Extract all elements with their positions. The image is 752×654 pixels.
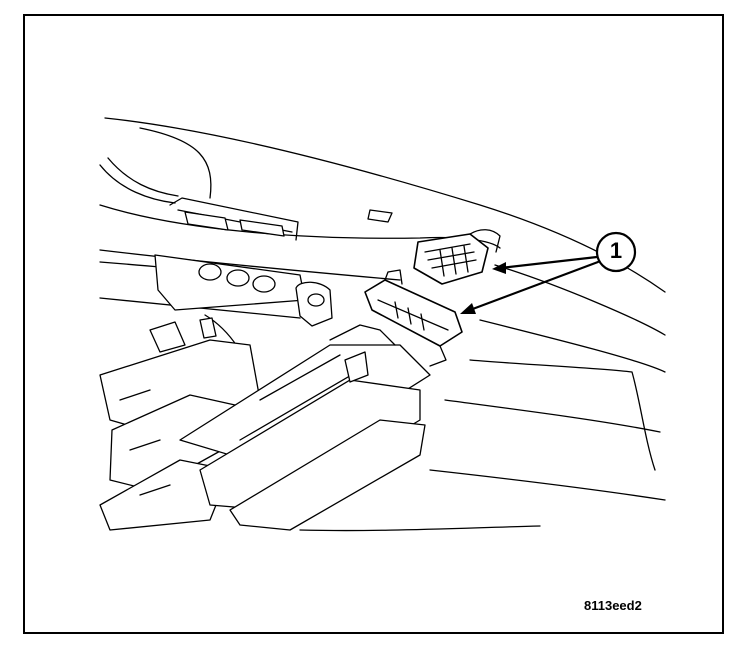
callout-1 bbox=[468, 231, 637, 312]
console-body-lines bbox=[99, 249, 666, 532]
figure-code: 8113eed2 bbox=[584, 598, 642, 613]
mounting-bracket bbox=[154, 254, 333, 327]
switch-connector bbox=[364, 269, 463, 367]
callout-number: 1 bbox=[609, 238, 623, 263]
harness-connector bbox=[413, 229, 501, 285]
console-housing bbox=[99, 314, 431, 531]
arrowheads bbox=[460, 262, 506, 314]
